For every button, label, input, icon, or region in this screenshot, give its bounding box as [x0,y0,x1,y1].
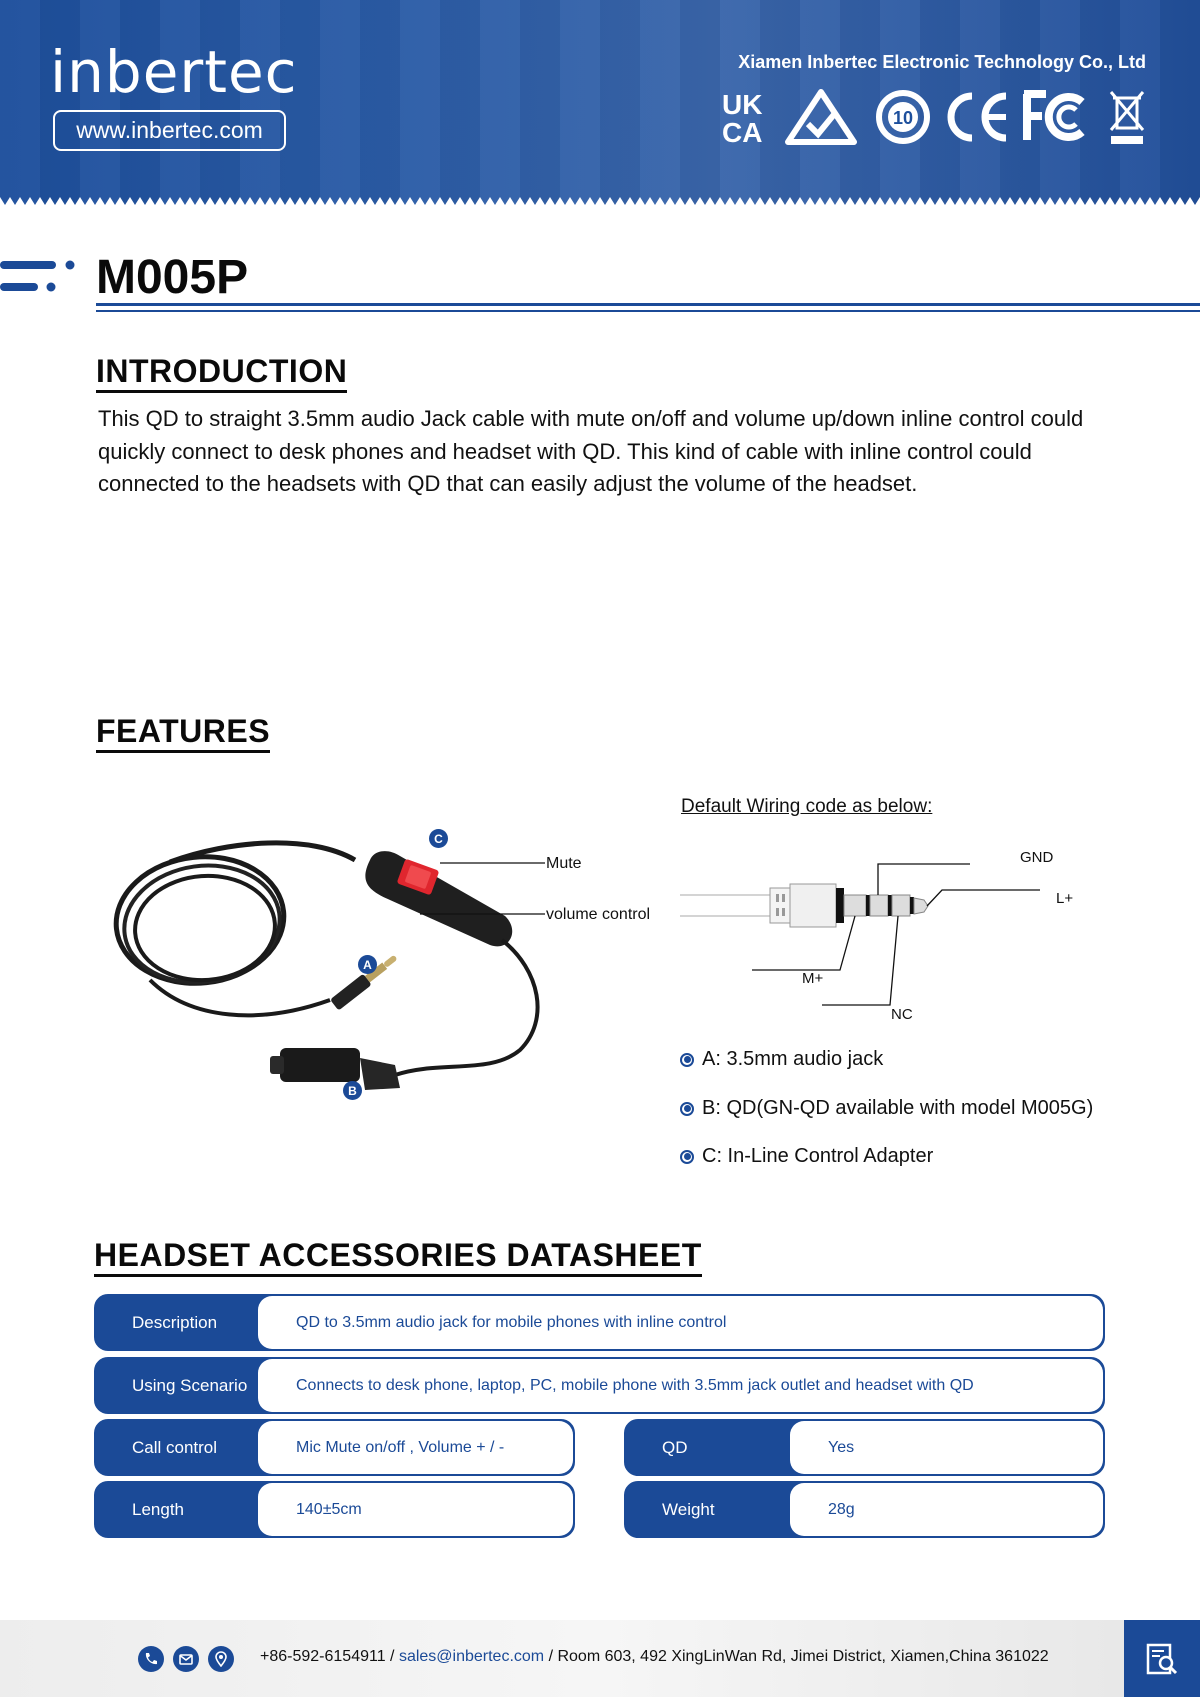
qd-connector [270,1048,400,1090]
datasheet-row-description: Description QD to 3.5mm audio jack for m… [94,1294,1105,1351]
bullet-icon [680,1149,694,1164]
datasheet-key: Weight [662,1499,715,1519]
wiring-label-m-plus: M+ [802,970,824,987]
wiring-label-gnd: GND [1020,849,1054,866]
wiring-label-nc: NC [891,1006,913,1023]
badge-b: B [343,1081,362,1100]
cable-product-image [113,840,540,1090]
weee-bin-icon [1109,91,1145,144]
catalog-search-icon [1146,1643,1178,1674]
company-name: Xiamen Inbertec Electronic Technology Co… [738,52,1146,72]
fcc-icon [1023,90,1085,141]
header-banner: inbertec www.inbertec.com Xiamen Inberte… [0,0,1200,205]
datasheet-row-weight: Weight 28g [624,1481,1105,1538]
ukca-icon: UK CA [722,89,762,146]
banner-zigzag-edge [0,197,1200,205]
audio-jack-plug [331,955,397,1010]
feature-item-a: A: 3.5mm audio jack [680,1048,883,1071]
footer-phone[interactable]: +86-592-6154911 [260,1648,386,1665]
website-link[interactable]: www.inbertec.com [53,110,286,151]
badge-c: C [429,829,448,848]
banner-background [0,0,1200,205]
ce-icon [947,92,1007,142]
volume-control-callout: volume control [546,906,651,923]
datasheet-key: QD [662,1437,688,1457]
feature-item-text: B: QD(GN-QD available with model M005G) [702,1097,1094,1119]
datasheet-value: QD to 3.5mm audio jack for mobile phones… [258,1296,1103,1349]
mail-icon[interactable] [173,1646,199,1672]
bullet-icon [680,1052,694,1067]
datasheet-row-length: Length 140±5cm [94,1481,575,1538]
title-decoration-bars [0,260,75,292]
wiring-title: Default Wiring code as below: [681,796,933,817]
svg-text:UK: UK [722,89,762,120]
footer-contact-icons [138,1646,234,1672]
badge-a: A [358,955,377,974]
datasheet-row-call-control: Call control Mic Mute on/off , Volume + … [94,1419,575,1476]
svg-text:10: 10 [893,108,913,128]
introduction-heading: INTRODUCTION [96,352,348,393]
datasheet-value: Connects to desk phone, laptop, PC, mobi… [258,1359,1103,1412]
phone-icon[interactable] [138,1646,164,1672]
feature-item-b: B: QD(GN-QD available with model M005G) [680,1097,1093,1120]
title-divider [96,303,1200,306]
introduction-text: This QD to straight 3.5mm audio Jack cab… [98,406,1084,496]
wiring-label-l-plus: L+ [1056,890,1074,907]
feature-item-c: C: In-Line Control Adapter [680,1145,933,1168]
datasheet-key: Call control [132,1437,218,1457]
datasheet-row-qd: QD Yes [624,1419,1105,1476]
wiring-jack-diagram [680,863,1040,1006]
footer-contact-text: +86-592-6154911 / sales@inbertec.com / R… [260,1648,1049,1666]
footer-email-link[interactable]: sales@inbertec.com [398,1648,545,1665]
product-model-title: M005P [96,251,249,304]
eco-10-icon: 10 [876,90,930,144]
datasheet-key: Description [132,1312,218,1332]
mute-callout: Mute [546,855,582,872]
brand-logo: inbertec [50,38,298,106]
title-divider-thin [96,310,1200,312]
svg-text:CA: CA [722,117,762,146]
feature-item-text: A: 3.5mm audio jack [702,1048,884,1070]
datasheet-value: 28g [790,1483,1103,1536]
footer-address: / Room 603, 492 XingLinWan Rd, Jimei Dis… [544,1648,1049,1665]
callout-lines [420,862,545,915]
location-icon[interactable] [208,1646,234,1672]
inline-control-box [365,851,513,947]
datasheet-row-using-scenario: Using Scenario Connects to desk phone, l… [94,1357,1105,1414]
bullet-icon [680,1101,694,1116]
footer-bar [0,1620,1200,1697]
footer-corner-block[interactable] [1124,1620,1200,1697]
datasheet-value: 140±5cm [258,1483,573,1536]
features-heading: FEATURES [96,712,271,753]
datasheet-key: Using Scenario [132,1375,248,1395]
datasheet-value: Yes [790,1421,1103,1474]
datasheet-value: Mic Mute on/off , Volume + / - [258,1421,573,1474]
datasheet-heading: HEADSET ACCESSORIES DATASHEET [94,1236,702,1277]
footer-separator: / [385,1648,399,1665]
rcm-icon [785,89,857,145]
certification-marks: UK CA 10 [722,88,1147,148]
datasheet-key: Length [132,1499,184,1519]
feature-item-text: C: In-Line Control Adapter [702,1145,934,1167]
